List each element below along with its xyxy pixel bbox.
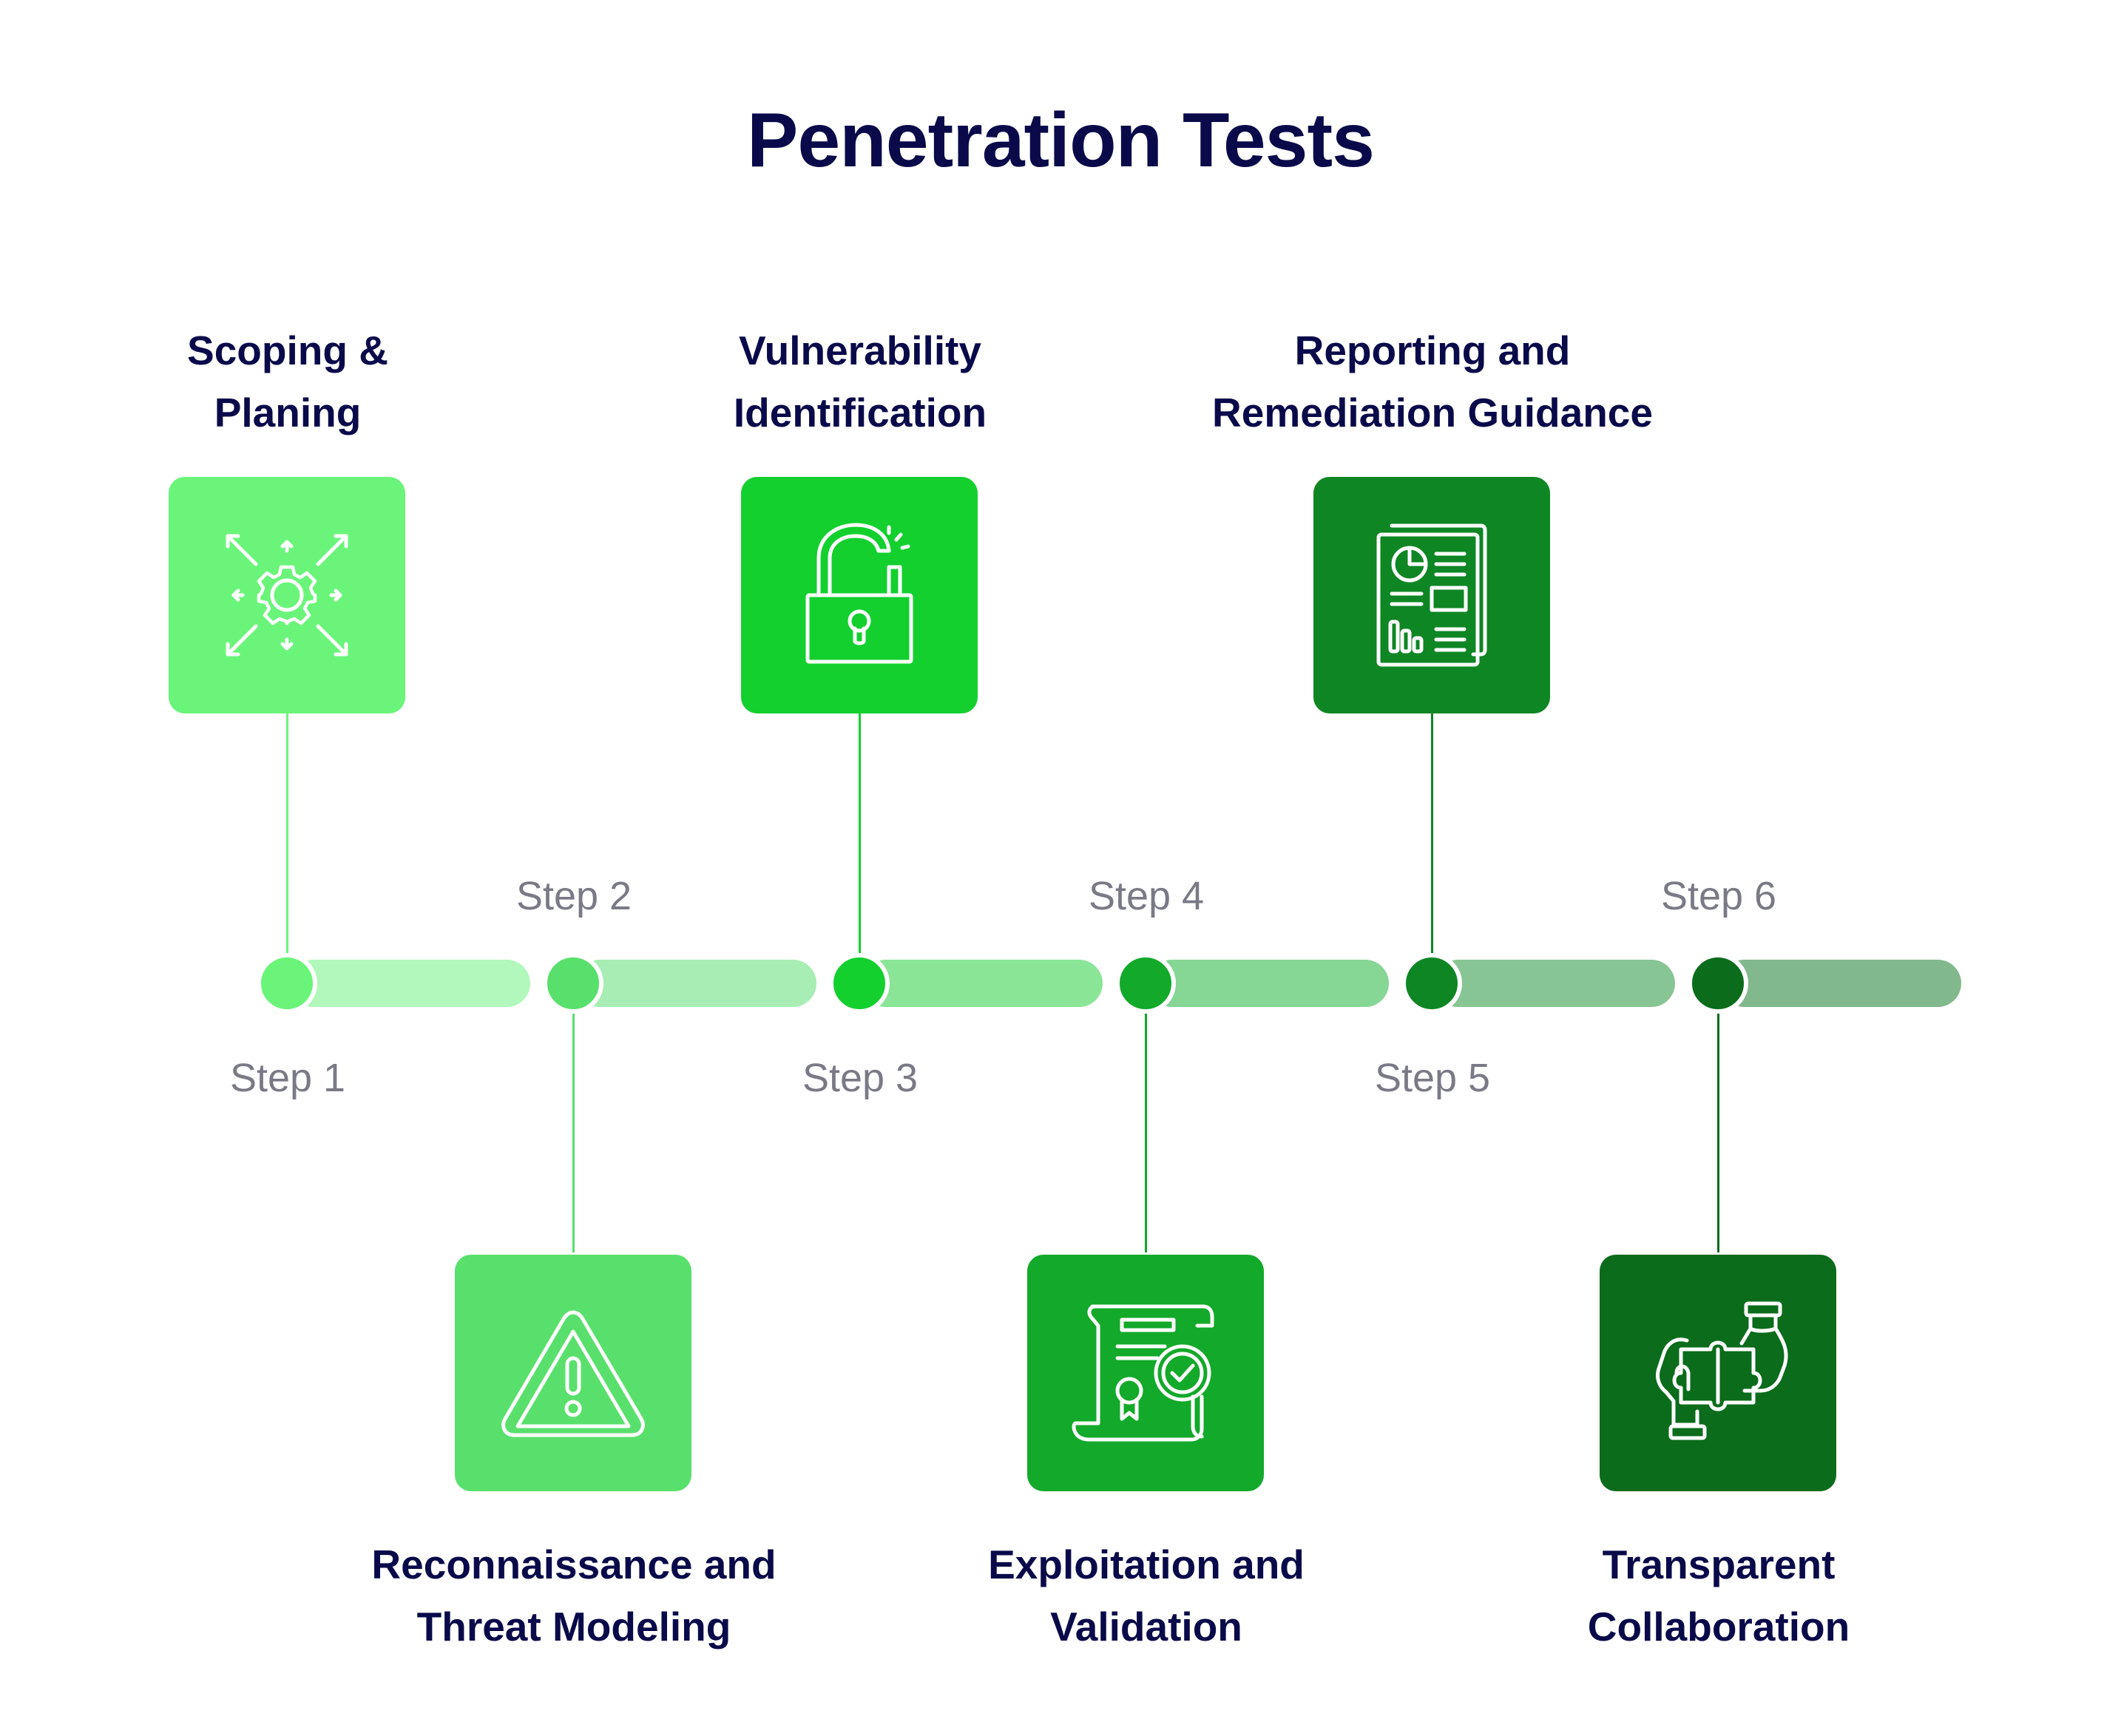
connector-line-4 xyxy=(1145,1010,1147,1252)
track-segment-1 xyxy=(290,960,530,1007)
step-title-2-line-2: Threat Modeling xyxy=(416,1604,731,1649)
step-icon-box-2 xyxy=(455,1255,691,1491)
report-document-icon xyxy=(1376,523,1487,667)
step-title-3-line-1: Vulnerability xyxy=(738,328,982,373)
track-segment-4 xyxy=(1149,960,1389,1007)
step-title-1-line-1: Scoping & xyxy=(187,328,388,373)
step-title-6: Transparent Collaboration xyxy=(1460,1533,1978,1658)
connector-line-1 xyxy=(286,713,288,957)
track-segment-6 xyxy=(1721,960,1961,1007)
step-label-2: Step 2 xyxy=(515,874,632,918)
step-title-5-line-1: Reporting and xyxy=(1294,328,1571,373)
track-segment-2 xyxy=(576,960,816,1007)
step-icon-box-3 xyxy=(741,477,978,713)
step-label-5: Step 5 xyxy=(1374,1056,1491,1100)
timeline-dot-4 xyxy=(1115,953,1176,1014)
timeline-dot-5 xyxy=(1401,953,1462,1014)
certificate-check-icon xyxy=(1072,1304,1214,1442)
track-segment-3 xyxy=(862,960,1103,1007)
step-icon-box-1 xyxy=(169,477,405,713)
page-title: Penetration Tests xyxy=(747,98,1375,183)
step-title-4-line-1: Exploitation and xyxy=(988,1542,1305,1587)
step-title-3-line-2: Identification xyxy=(733,390,987,435)
step-icon-box-6 xyxy=(1600,1255,1836,1491)
unlocked-padlock-icon xyxy=(805,523,913,664)
step-title-3: Vulnerability Identification xyxy=(601,319,1119,444)
timeline-dot-1 xyxy=(257,953,317,1014)
step-label-4: Step 4 xyxy=(1088,874,1205,918)
step-title-2: Reconnaissance and Threat Modeling xyxy=(315,1533,833,1658)
timeline-dot-3 xyxy=(829,953,890,1014)
timeline-dot-6 xyxy=(1688,953,1748,1014)
connector-line-6 xyxy=(1717,1010,1719,1252)
step-title-2-line-1: Reconnaissance and xyxy=(371,1542,777,1587)
hands-puzzle-icon xyxy=(1655,1301,1788,1440)
connector-line-2 xyxy=(572,1010,575,1252)
step-label-1: Step 1 xyxy=(229,1056,346,1100)
warning-triangle-icon xyxy=(501,1310,645,1437)
step-title-4: Exploitation and Validation xyxy=(887,1533,1405,1658)
connector-line-3 xyxy=(859,713,861,957)
settings-arrows-icon xyxy=(226,534,348,657)
step-title-6-line-2: Collaboration xyxy=(1587,1604,1850,1649)
timeline-dot-2 xyxy=(543,953,603,1014)
step-label-6: Step 6 xyxy=(1660,874,1777,918)
step-title-4-line-2: Validation xyxy=(1050,1604,1242,1649)
step-icon-box-4 xyxy=(1027,1255,1264,1491)
step-icon-box-5 xyxy=(1313,477,1550,713)
track-segment-5 xyxy=(1435,960,1675,1007)
step-title-5: Reporting and Remediation Guidance xyxy=(1174,319,1691,444)
step-title-5-line-2: Remediation Guidance xyxy=(1212,390,1653,435)
step-title-6-line-1: Transparent xyxy=(1602,1542,1836,1587)
connector-line-5 xyxy=(1431,713,1433,957)
step-title-1-line-2: Planing xyxy=(214,390,362,435)
step-title-1: Scoping & Planing xyxy=(29,319,547,444)
step-label-3: Step 3 xyxy=(802,1056,919,1100)
